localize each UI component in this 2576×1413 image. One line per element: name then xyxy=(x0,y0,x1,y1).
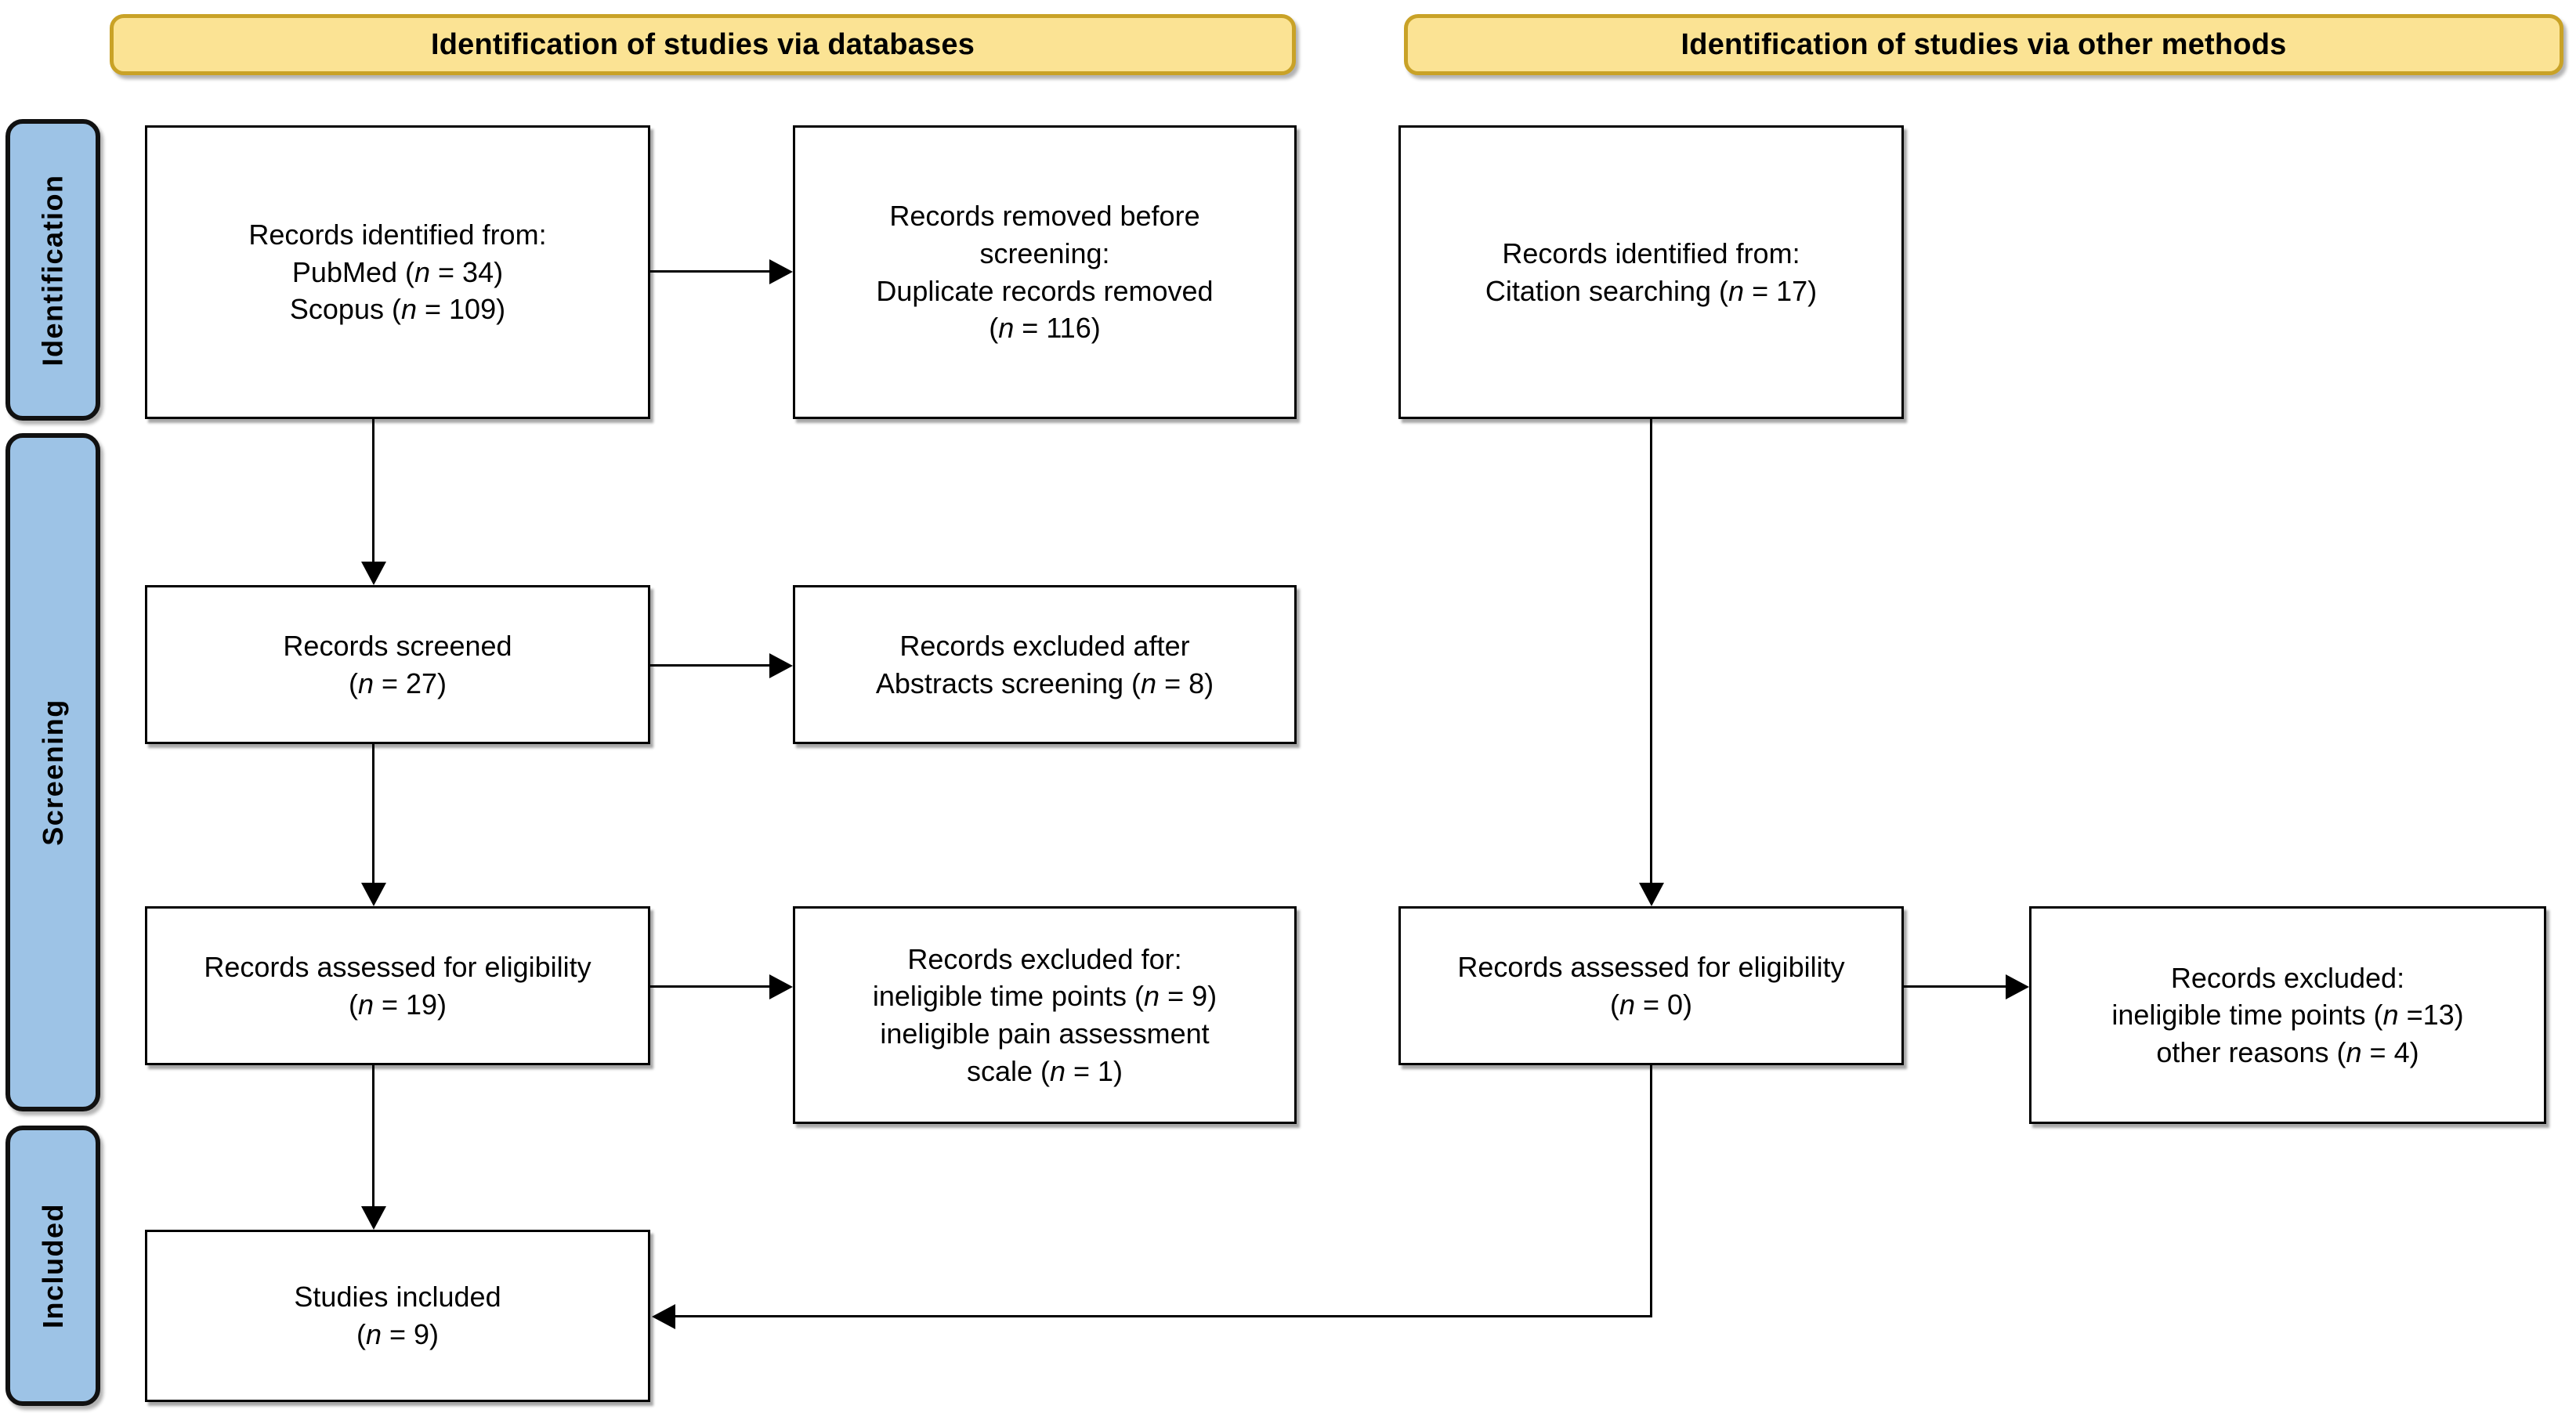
arrowhead-identified-to-removed xyxy=(769,259,793,284)
connector-other-identified-to-assessed xyxy=(1650,419,1652,883)
connector-assessed-to-included xyxy=(372,1065,374,1206)
box-records-identified-databases: Records identified from:PubMed (n = 34)S… xyxy=(145,125,650,419)
box-records-screened: Records screened(n = 27) xyxy=(145,585,650,744)
banner-databases-label: Identification of studies via databases xyxy=(430,27,975,61)
stage-tab-screening: Screening xyxy=(5,433,100,1111)
arrowhead-assessed-to-excluded-other xyxy=(2006,974,2029,999)
arrowhead-assessed-to-included xyxy=(361,1206,386,1230)
stage-tab-included: Included xyxy=(5,1126,100,1406)
arrowhead-assessed-to-excluded-db xyxy=(769,974,793,999)
banner-databases: Identification of studies via databases xyxy=(110,14,1296,75)
stage-label-included: Included xyxy=(36,1202,69,1329)
arrowhead-other-assessed-to-included xyxy=(652,1304,675,1329)
connector-identified-to-screened xyxy=(372,419,374,562)
stage-label-screening: Screening xyxy=(36,699,69,846)
box-studies-included: Studies included(n = 9) xyxy=(145,1230,650,1402)
box-records-screened-text: Records screened(n = 27) xyxy=(283,629,512,699)
box-records-excluded-databases: Records excluded for:ineligible time poi… xyxy=(793,906,1297,1124)
box-records-assessed-other-methods: Records assessed for eligibility(n = 0) xyxy=(1398,906,1904,1065)
banner-other-methods: Identification of studies via other meth… xyxy=(1404,14,2563,75)
connector-assessed-to-excluded-other xyxy=(1904,985,2006,988)
box-records-identified-other-methods-text: Records identified from:Citation searchi… xyxy=(1485,237,1818,307)
connector-other-assessed-left xyxy=(675,1315,1652,1317)
box-records-assessed-databases: Records assessed for eligibility(n = 19) xyxy=(145,906,650,1065)
box-records-excluded-databases-text: Records excluded for:ineligible time poi… xyxy=(872,942,1217,1087)
connector-screened-to-excluded xyxy=(650,664,769,667)
arrowhead-identified-to-screened xyxy=(361,562,386,585)
connector-assessed-to-excluded-db xyxy=(650,985,769,988)
box-records-assessed-other-methods-text: Records assessed for eligibility(n = 0) xyxy=(1457,950,1845,1021)
connector-other-assessed-down xyxy=(1650,1065,1652,1317)
box-records-assessed-databases-text: Records assessed for eligibility(n = 19) xyxy=(204,950,592,1021)
connector-screened-to-assessed xyxy=(372,744,374,883)
stage-tab-identification: Identification xyxy=(5,119,100,421)
box-records-identified-other-methods: Records identified from:Citation searchi… xyxy=(1398,125,1904,419)
arrowhead-other-identified-to-assessed xyxy=(1639,883,1664,906)
box-records-identified-databases-text: Records identified from:PubMed (n = 34)S… xyxy=(248,219,547,326)
box-records-excluded-other-methods: Records excluded:ineligible time points … xyxy=(2029,906,2546,1124)
connector-identified-to-removed xyxy=(650,270,769,273)
banner-other-methods-label: Identification of studies via other meth… xyxy=(1681,27,2287,61)
arrowhead-screened-to-excluded xyxy=(769,653,793,678)
box-records-excluded-other-methods-text: Records excluded:ineligible time points … xyxy=(2111,961,2464,1068)
stage-label-identification: Identification xyxy=(36,174,69,366)
box-studies-included-text: Studies included(n = 9) xyxy=(294,1281,501,1350)
arrowhead-screened-to-assessed xyxy=(361,883,386,906)
